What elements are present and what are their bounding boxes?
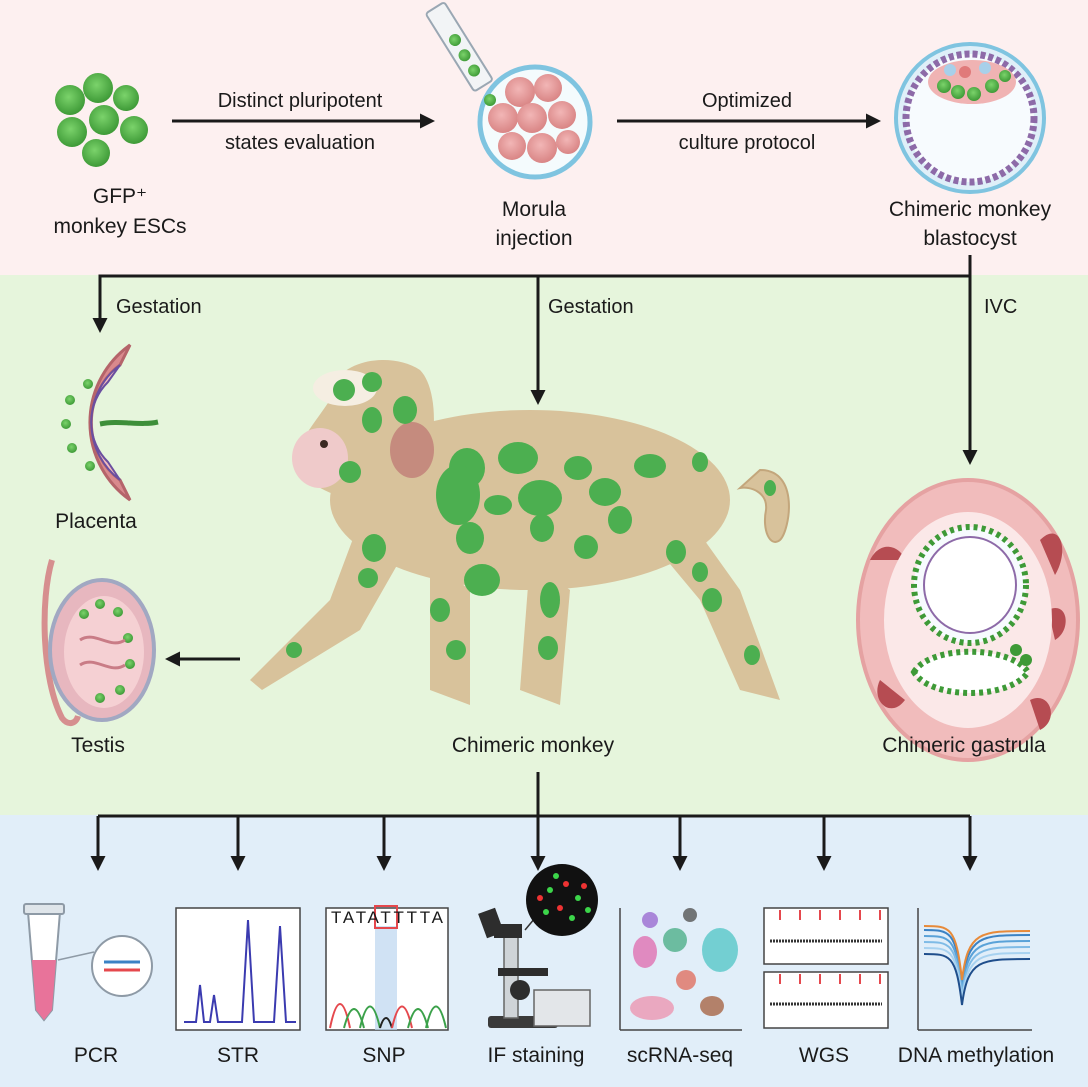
monkey-label: Chimeric monkey [452,734,615,757]
gastrula-label: Chimeric gastrula [882,734,1046,757]
blastocyst-label-line2: blastocyst [923,227,1017,250]
ivc-label: IVC [984,296,1017,318]
chimeric-monkey-icon [250,360,790,705]
arrow2-label-line2: culture protocol [679,132,816,154]
str-electropherogram-icon [175,907,301,1031]
analysis-label-snp: SNP [362,1044,405,1067]
placenta-label: Placenta [55,510,137,533]
testis-icon [41,559,156,726]
morula-icon [425,2,593,180]
esc-cells-icon [55,73,148,167]
gestation-left-label: Gestation [116,296,202,318]
scrna-umap-icon [619,908,742,1031]
blastocyst-icon [894,42,1046,194]
blastocyst-label-line1: Chimeric monkey [889,198,1052,221]
arrow-to-placenta [92,255,972,333]
pcr-tube-icon [23,903,153,1022]
testis-label: Testis [71,734,125,757]
analysis-label-wgs: WGS [799,1044,849,1067]
snp-sequence: TATATTTTA [331,908,444,927]
placenta-icon [61,343,159,502]
chimeric-gastrula-icon [856,478,1080,762]
morula-label-line1: Morula [502,198,567,221]
gestation-center-label: Gestation [548,296,634,318]
methylation-profile-icon [917,908,1032,1031]
microscope-icon [478,864,598,1028]
analysis-label-if-staining: IF staining [488,1044,585,1067]
analysis-label-pcr: PCR [74,1044,118,1067]
analysis-label-dna-methylation: DNA methylation [898,1044,1054,1067]
analysis-label-scrna-seq: scRNA-seq [627,1044,733,1067]
source-label-line2: monkey ESCs [53,215,186,238]
snp-chromatogram-icon: TATATTTTA [325,905,449,1031]
source-label-line1: GFP⁺ [93,185,147,208]
arrow1-label-line1: Distinct pluripotent [218,90,383,112]
arrow2-label-line1: Optimized [702,90,792,112]
morula-label-line2: injection [495,227,572,250]
analysis-label-str: STR [217,1044,259,1067]
arrow1-label-line2: states evaluation [225,132,375,154]
analysis-branch-arrows [90,772,978,871]
wgs-coverage-icon [763,907,889,1029]
